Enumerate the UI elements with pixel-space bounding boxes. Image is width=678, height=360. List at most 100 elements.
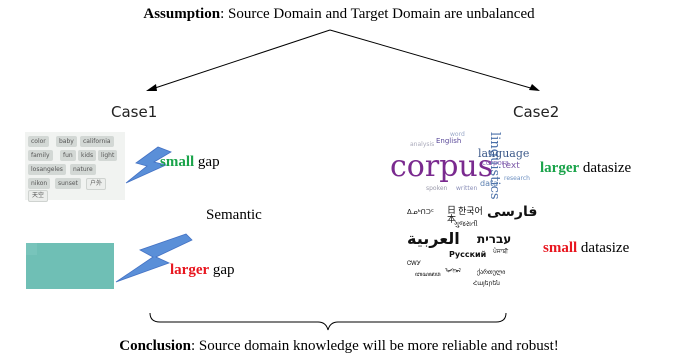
conclusion-brace <box>149 312 507 331</box>
word-cloud-word: analysis <box>410 141 435 148</box>
arrow-head-case1 <box>146 84 157 91</box>
assumption-statement: Assumption: Source Domain and Target Dom… <box>0 6 678 23</box>
language-word: 日本 <box>445 205 455 223</box>
small-datasize-text: datasize <box>577 240 630 256</box>
mosaic-pixel <box>26 277 37 289</box>
mosaic-pixel <box>59 277 70 289</box>
mosaic-pixel <box>70 277 81 289</box>
mosaic-pixel <box>37 243 48 255</box>
larger-gap-label: larger gap <box>170 262 235 279</box>
mosaic-pixel <box>81 254 92 266</box>
word-cloud-word: spoken <box>426 185 448 192</box>
corpus-word-cloud: corpus linguistics language English text… <box>390 130 530 200</box>
tag-chip: nature <box>70 164 96 175</box>
word-cloud-word: word <box>450 131 465 138</box>
assumption-text: : Source Domain and Target Domain are un… <box>220 6 535 22</box>
mosaic-pixel <box>48 254 59 266</box>
mosaic-pixel <box>103 277 114 289</box>
tag-chip: losangeles <box>28 164 66 175</box>
mosaic-pixel <box>37 254 48 266</box>
case1-label: Case1 <box>111 103 158 121</box>
language-word: Հայերեն <box>473 280 500 287</box>
mosaic-pixel <box>81 243 92 255</box>
mosaic-pixel <box>48 277 59 289</box>
pixelated-image <box>26 243 114 289</box>
word-cloud-word: linguistics <box>487 132 502 200</box>
tag-chip: light <box>98 150 118 161</box>
mosaic-pixel <box>59 243 70 255</box>
mosaic-pixel <box>37 266 48 278</box>
tag-chip: 天空 <box>28 190 49 202</box>
tag-chip: nikon <box>28 178 51 189</box>
language-word: עברית <box>477 232 512 246</box>
mosaic-pixel <box>103 266 114 278</box>
conclusion-statement: Conclusion: Source domain knowledge will… <box>0 338 678 355</box>
mosaic-pixel <box>70 266 81 278</box>
tag-chip: 户外 <box>86 178 107 190</box>
language-word: 한국어 <box>458 207 483 217</box>
mosaic-pixel <box>59 266 70 278</box>
word-cloud-word: text <box>502 161 520 171</box>
language-word: ᠮᠣᠩᠭᠣᠯ <box>445 268 461 274</box>
arrow-head-case2 <box>529 84 540 91</box>
larger-datasize-emphasis: larger <box>540 160 580 176</box>
mosaic-pixel <box>81 277 92 289</box>
word-cloud-main-word: corpus <box>390 149 494 184</box>
small-datasize-label: small datasize <box>543 240 629 257</box>
language-word: فارسی <box>487 204 538 220</box>
mosaic-pixel <box>59 254 70 266</box>
tag-chip: baby <box>56 136 77 147</box>
language-word: ꦧꦱꦗꦮ <box>415 271 441 278</box>
assumption-label: Assumption <box>143 6 221 22</box>
small-gap-label: small gap <box>160 154 220 171</box>
larger-gap-text: gap <box>209 262 235 278</box>
language-word: ગુજરાતી <box>454 220 478 228</box>
word-cloud-word: corpora <box>482 159 509 167</box>
mosaic-pixel <box>92 254 103 266</box>
small-gap-emphasis: small <box>160 154 195 170</box>
tag-chip: family <box>28 150 53 161</box>
word-cloud-word: research <box>504 175 530 182</box>
mosaic-pixel <box>26 254 37 266</box>
mosaic-pixel <box>26 266 37 278</box>
mosaic-pixel <box>37 277 48 289</box>
small-gap-text: gap <box>194 154 220 170</box>
tag-chip: sunset <box>55 178 81 189</box>
tag-chip: fun <box>60 150 76 161</box>
conclusion-label: Conclusion <box>119 338 191 354</box>
language-word: ქართული <box>477 269 506 276</box>
tag-chip: california <box>80 136 114 147</box>
mosaic-pixel <box>70 254 81 266</box>
arrow-to-case2 <box>329 29 535 90</box>
small-datasize-emphasis: small <box>543 240 578 256</box>
mosaic-pixel <box>92 243 103 255</box>
languages-word-cloud: ᐃᓄᒃᑎᑐᑦ 日本 한국어 فارسی ગુજરાતી العربية עברי… <box>405 203 537 291</box>
language-word: ᏣᎳᎩ <box>407 260 422 267</box>
mosaic-pixel <box>48 266 59 278</box>
conclusion-text: : Source domain knowledge will be more r… <box>190 338 559 354</box>
language-word: ᐃᓄᒃᑎᑐᑦ <box>407 208 434 216</box>
language-word: ਪੰਜਾਬੀ <box>493 248 509 255</box>
language-word: Русский <box>449 250 487 259</box>
word-cloud-word: written <box>456 185 478 192</box>
arrow-to-case1 <box>151 29 331 90</box>
language-word: العربية <box>407 229 460 248</box>
mosaic-pixel <box>26 243 37 255</box>
tag-chip: kids <box>78 150 97 161</box>
mosaic-pixel <box>103 243 114 255</box>
lightning-bolt-icon <box>115 233 193 283</box>
mosaic-pixel <box>92 266 103 278</box>
mosaic-pixel <box>103 254 114 266</box>
lightning-bolt-icon <box>125 146 172 184</box>
mosaic-pixel <box>48 243 59 255</box>
mosaic-pixel <box>92 277 103 289</box>
larger-gap-emphasis: larger <box>170 262 210 278</box>
mosaic-pixel <box>70 243 81 255</box>
larger-datasize-label: larger datasize <box>540 160 631 177</box>
image-tags-panel: color baby california family fun kids li… <box>25 132 125 202</box>
mosaic-pixel <box>81 266 92 278</box>
semantic-label: Semantic <box>206 207 262 223</box>
tag-chip: color <box>28 136 49 147</box>
word-cloud-word: English <box>436 137 462 145</box>
